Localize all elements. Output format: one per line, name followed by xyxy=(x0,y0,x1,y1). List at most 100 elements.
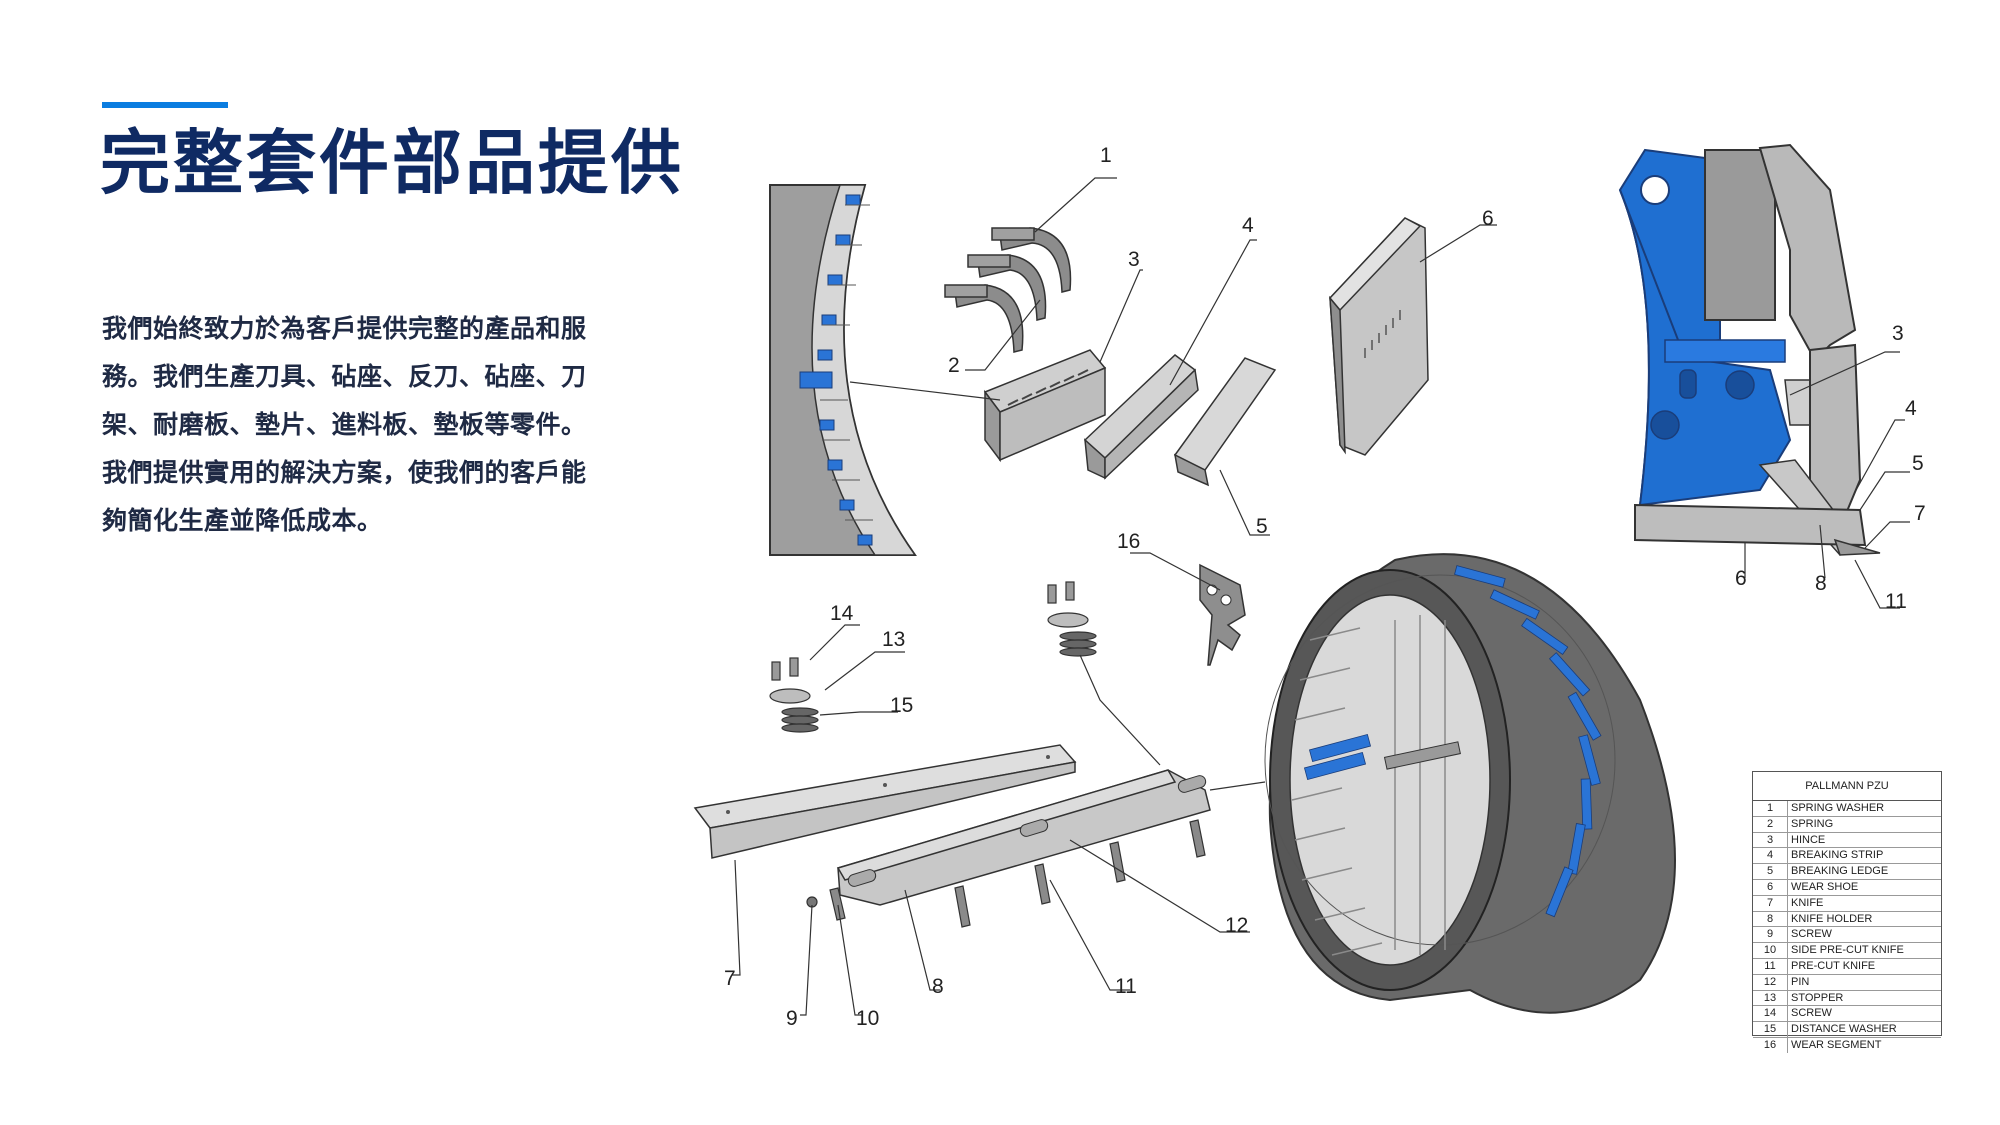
part-number: 9 xyxy=(1753,927,1788,943)
callout-4: 4 xyxy=(1242,214,1254,237)
part-number: 14 xyxy=(1753,1006,1788,1022)
callout-9: 9 xyxy=(786,1007,798,1030)
part-number: 15 xyxy=(1753,1022,1788,1037)
part-number: 11 xyxy=(1753,958,1788,974)
knife-part xyxy=(693,744,1077,859)
callout-8: 8 xyxy=(932,975,944,998)
callout-7: 7 xyxy=(1914,502,1926,525)
intro-line: 架、耐磨板、墊片、進料板、墊板等零件。 xyxy=(102,410,587,439)
part-name: SCREW xyxy=(1791,1007,1832,1020)
callout-14: 14 xyxy=(830,602,854,625)
ring-segment-section xyxy=(769,184,917,556)
part-name: WEAR SHOE xyxy=(1791,880,1859,893)
callout-5: 5 xyxy=(1912,452,1924,475)
part-number: 3 xyxy=(1753,832,1788,848)
callout-leader-lines xyxy=(732,177,1910,1016)
callout-15: 15 xyxy=(890,694,913,717)
callout-6: 6 xyxy=(1482,207,1494,230)
callout-5: 5 xyxy=(1256,515,1268,538)
part-name: KNIFE HOLDER xyxy=(1791,912,1873,925)
part-number: 5 xyxy=(1753,864,1788,879)
part-number: 13 xyxy=(1753,990,1788,1006)
screws-stoppers-right xyxy=(1047,581,1097,657)
part-name: PRE-CUT KNIFE xyxy=(1791,959,1876,972)
knife-ring-assembly xyxy=(1264,553,1676,1014)
callout-6: 6 xyxy=(1735,567,1747,590)
part-number: 10 xyxy=(1753,943,1788,958)
part-number: 6 xyxy=(1753,879,1788,895)
callout-13: 13 xyxy=(882,628,905,651)
callout-8: 8 xyxy=(1815,572,1827,595)
part-name: SIDE PRE-CUT KNIFE xyxy=(1791,944,1904,957)
part-name: BREAKING LEDGE xyxy=(1791,865,1889,878)
callouts-top: 1 2 3 4 5 6 xyxy=(948,144,1494,538)
part-number: 7 xyxy=(1753,895,1788,911)
callouts-bottom: 16 14 13 15 7 9 10 8 11 12 xyxy=(724,530,1248,1030)
callout-3: 3 xyxy=(1128,248,1140,271)
callout-11: 11 xyxy=(1115,975,1137,998)
callout-1: 1 xyxy=(1100,144,1112,167)
breaking-strip-part xyxy=(1083,354,1199,480)
part-name: KNIFE xyxy=(1791,896,1824,909)
part-number: 8 xyxy=(1753,911,1788,927)
callout-7: 7 xyxy=(724,967,736,990)
part-number: 4 xyxy=(1753,848,1788,864)
knife-holder-cross-section xyxy=(1618,143,1881,556)
part-name: BREAKING STRIP xyxy=(1791,849,1884,862)
callouts-right: 3 4 5 7 6 8 11 xyxy=(1735,322,1926,613)
part-number: 12 xyxy=(1753,974,1788,990)
callout-2: 2 xyxy=(948,354,960,377)
wear-segment-part xyxy=(1199,563,1246,666)
part-name: HINCE xyxy=(1791,833,1826,846)
callout-3: 3 xyxy=(1892,322,1904,345)
callout-11: 11 xyxy=(1885,590,1907,613)
callout-12: 12 xyxy=(1225,914,1248,937)
callout-16: 16 xyxy=(1117,530,1140,553)
part-name: DISTANCE WASHER xyxy=(1791,1023,1897,1036)
part-name: WEAR SEGMENT xyxy=(1791,1038,1882,1051)
intro-line: 我們提供實用的解決方案，使我們的客戶能 xyxy=(102,458,587,487)
part-number: 2 xyxy=(1753,816,1788,832)
intro-line: 夠簡化生產並降低成本。 xyxy=(102,506,383,535)
springs-part xyxy=(944,227,1072,353)
accent-bar xyxy=(102,102,228,108)
callout-4: 4 xyxy=(1905,397,1917,420)
part-name: STOPPER xyxy=(1791,991,1844,1004)
intro-paragraph: 我們始終致力於為客戶提供完整的產品和服 務。我們生產刀具、砧座、反刀、砧座、刀 … xyxy=(102,305,682,545)
intro-line: 我們始終致力於為客戶提供完整的產品和服 xyxy=(102,314,587,343)
part-name: SPRING WASHER xyxy=(1791,802,1885,814)
hinge-part xyxy=(983,349,1107,463)
callout-10: 10 xyxy=(856,1007,879,1030)
parts-table-title: PALLMANN PZU xyxy=(1753,772,1941,801)
screws-stoppers-left xyxy=(769,657,819,908)
part-number: 1 xyxy=(1753,801,1788,816)
part-name: PIN xyxy=(1791,975,1810,988)
breaking-ledge-part xyxy=(1173,357,1277,487)
knife-holder-part xyxy=(836,769,1211,906)
wear-shoe-part xyxy=(1328,217,1429,456)
part-number: 16 xyxy=(1753,1037,1788,1053)
intro-line: 務。我們生產刀具、砧座、反刀、砧座、刀 xyxy=(102,362,587,391)
part-name: SCREW xyxy=(1791,928,1832,941)
part-name: SPRING xyxy=(1791,817,1834,830)
page-title: 完整套件部品提供 xyxy=(100,122,684,204)
